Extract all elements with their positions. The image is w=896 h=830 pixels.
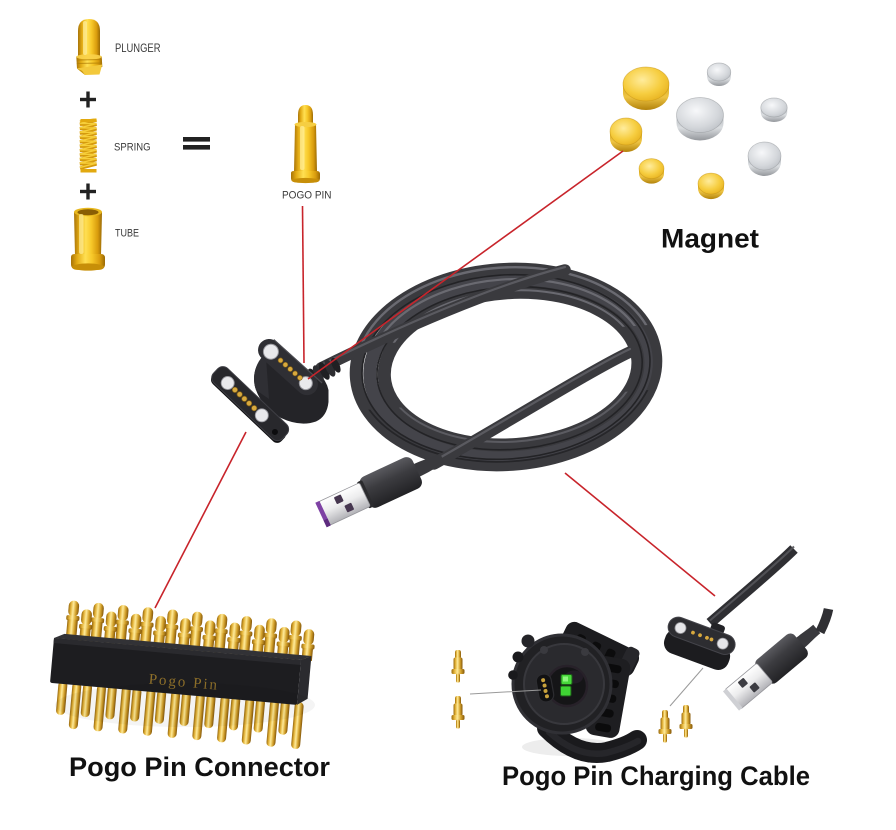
svg-text:Pogo Pin Charging Cable: Pogo Pin Charging Cable xyxy=(502,761,810,791)
svg-text:POGO PIN: POGO PIN xyxy=(282,189,332,201)
svg-text:Magnet: Magnet xyxy=(661,224,759,254)
svg-text:Pogo Pin: Pogo Pin xyxy=(148,672,220,694)
svg-text:PLUNGER: PLUNGER xyxy=(115,42,161,55)
svg-text:TUBE: TUBE xyxy=(115,228,139,240)
svg-text:SPRING: SPRING xyxy=(114,141,151,153)
svg-text:Pogo Pin Connector: Pogo Pin Connector xyxy=(69,752,330,782)
